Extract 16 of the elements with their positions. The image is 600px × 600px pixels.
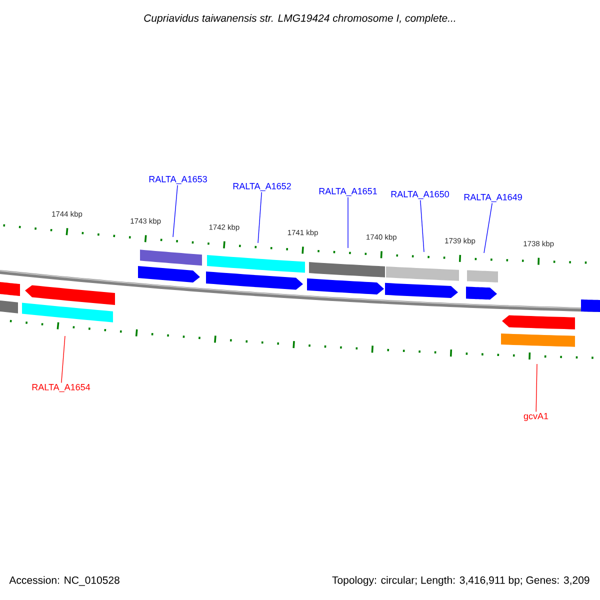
- leader-line: [420, 200, 424, 252]
- gene-label: RALTA_A1654: [32, 384, 90, 392]
- gene-label: RALTA_A1653: [149, 176, 207, 184]
- gene-label: RALTA_A1652: [233, 182, 291, 192]
- leader-line: [172, 184, 178, 238]
- topology-text: Topology: circular; Length: 3,416,911 bp; Genes: 3,209: [332, 576, 590, 586]
- gene-label: RALTA_A1651: [319, 188, 377, 196]
- leader-line: [536, 364, 538, 412]
- gene-label: RALTA_A1650: [391, 190, 449, 200]
- leader-line: [61, 336, 66, 384]
- title: Cupriavidus taiwanensis str. LMG19424 chromosome I, complete...: [144, 14, 456, 24]
- leader-line: [484, 202, 492, 254]
- accession-text: Accession: NC_010528: [9, 576, 120, 586]
- gene-label: RALTA_A1649: [464, 194, 522, 202]
- gene-label: gcvA1: [524, 412, 548, 422]
- leader-line: [258, 192, 262, 244]
